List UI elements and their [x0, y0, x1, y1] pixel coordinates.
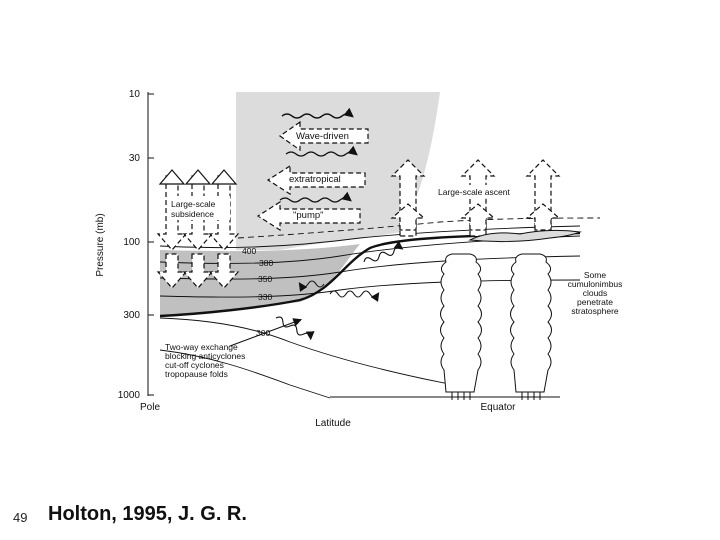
label-wave-driven: Wave-driven [296, 131, 349, 142]
ascent-label-box [436, 185, 528, 198]
x-label-pole: Pole [140, 402, 160, 413]
subsidence-label-box [168, 196, 230, 220]
label-exchange-3: cut-off cyclones [165, 360, 224, 370]
isentrope-330 [159, 279, 581, 298]
y-axis-label: Pressure (mb) [95, 213, 106, 276]
y-tick-1000: 1000 [118, 390, 141, 401]
isentrope-label-300: 300 [256, 328, 270, 338]
label-cumulonimbus-1: Some [584, 270, 606, 280]
label-cumulonimbus-5: stratosphere [571, 306, 619, 316]
isentrope-lower [159, 349, 331, 399]
tropopause-line [159, 231, 581, 318]
label-ascent: Large-scale ascent [438, 187, 510, 197]
label-extratropical: extratropical [289, 174, 341, 185]
isentrope-label-400: 400 [242, 246, 256, 256]
label-exchange-2: blocking anticyclones [165, 351, 245, 361]
label-cumulonimbus-3: clouds [583, 288, 608, 298]
wave-driven-left-arrows [256, 120, 369, 232]
subsidence-arrows [156, 175, 240, 289]
slide-number: 49 [13, 510, 28, 525]
y-tick-100: 100 [123, 237, 140, 248]
x-label-equator: Equator [480, 402, 516, 413]
y-tick-10: 10 [129, 89, 141, 100]
label-cumulonimbus-2: cumulonimbus [568, 279, 623, 289]
label-exchange-4: tropopause folds [165, 369, 228, 379]
lowermost-stratosphere-shading [160, 244, 360, 316]
label-exchange-1: Two-way exchange [165, 342, 238, 352]
isentrope-label-330: 330 [258, 292, 272, 302]
y-tick-300: 300 [123, 310, 140, 321]
cloud-tower-right [510, 253, 552, 393]
isentrope-label-350: 350 [258, 274, 272, 284]
exchange-arrows [229, 240, 404, 347]
x-axis-label: Latitude [315, 418, 351, 429]
anvil-top [468, 229, 582, 243]
cloud-tower-left [440, 253, 482, 393]
label-cumulonimbus-4: penetrate [577, 297, 613, 307]
label-subsidence-2: subsidence [171, 209, 214, 219]
subsidence-arrow-tails [158, 169, 238, 185]
isentrope-label-380: 380 [259, 258, 273, 268]
isentrope-dashed [237, 217, 601, 239]
cloud-base-ticks [451, 392, 541, 400]
label-subsidence-1: Large-scale [171, 199, 216, 209]
citation: Holton, 1995, J. G. R. [48, 503, 247, 525]
y-axis-ticks [148, 93, 154, 396]
y-tick-30: 30 [129, 153, 141, 164]
cumulonimbus-clouds [440, 229, 582, 393]
wave-driven-arrows [279, 107, 358, 203]
isentrope-300 [159, 317, 471, 389]
label-pump: "pump" [293, 210, 324, 221]
